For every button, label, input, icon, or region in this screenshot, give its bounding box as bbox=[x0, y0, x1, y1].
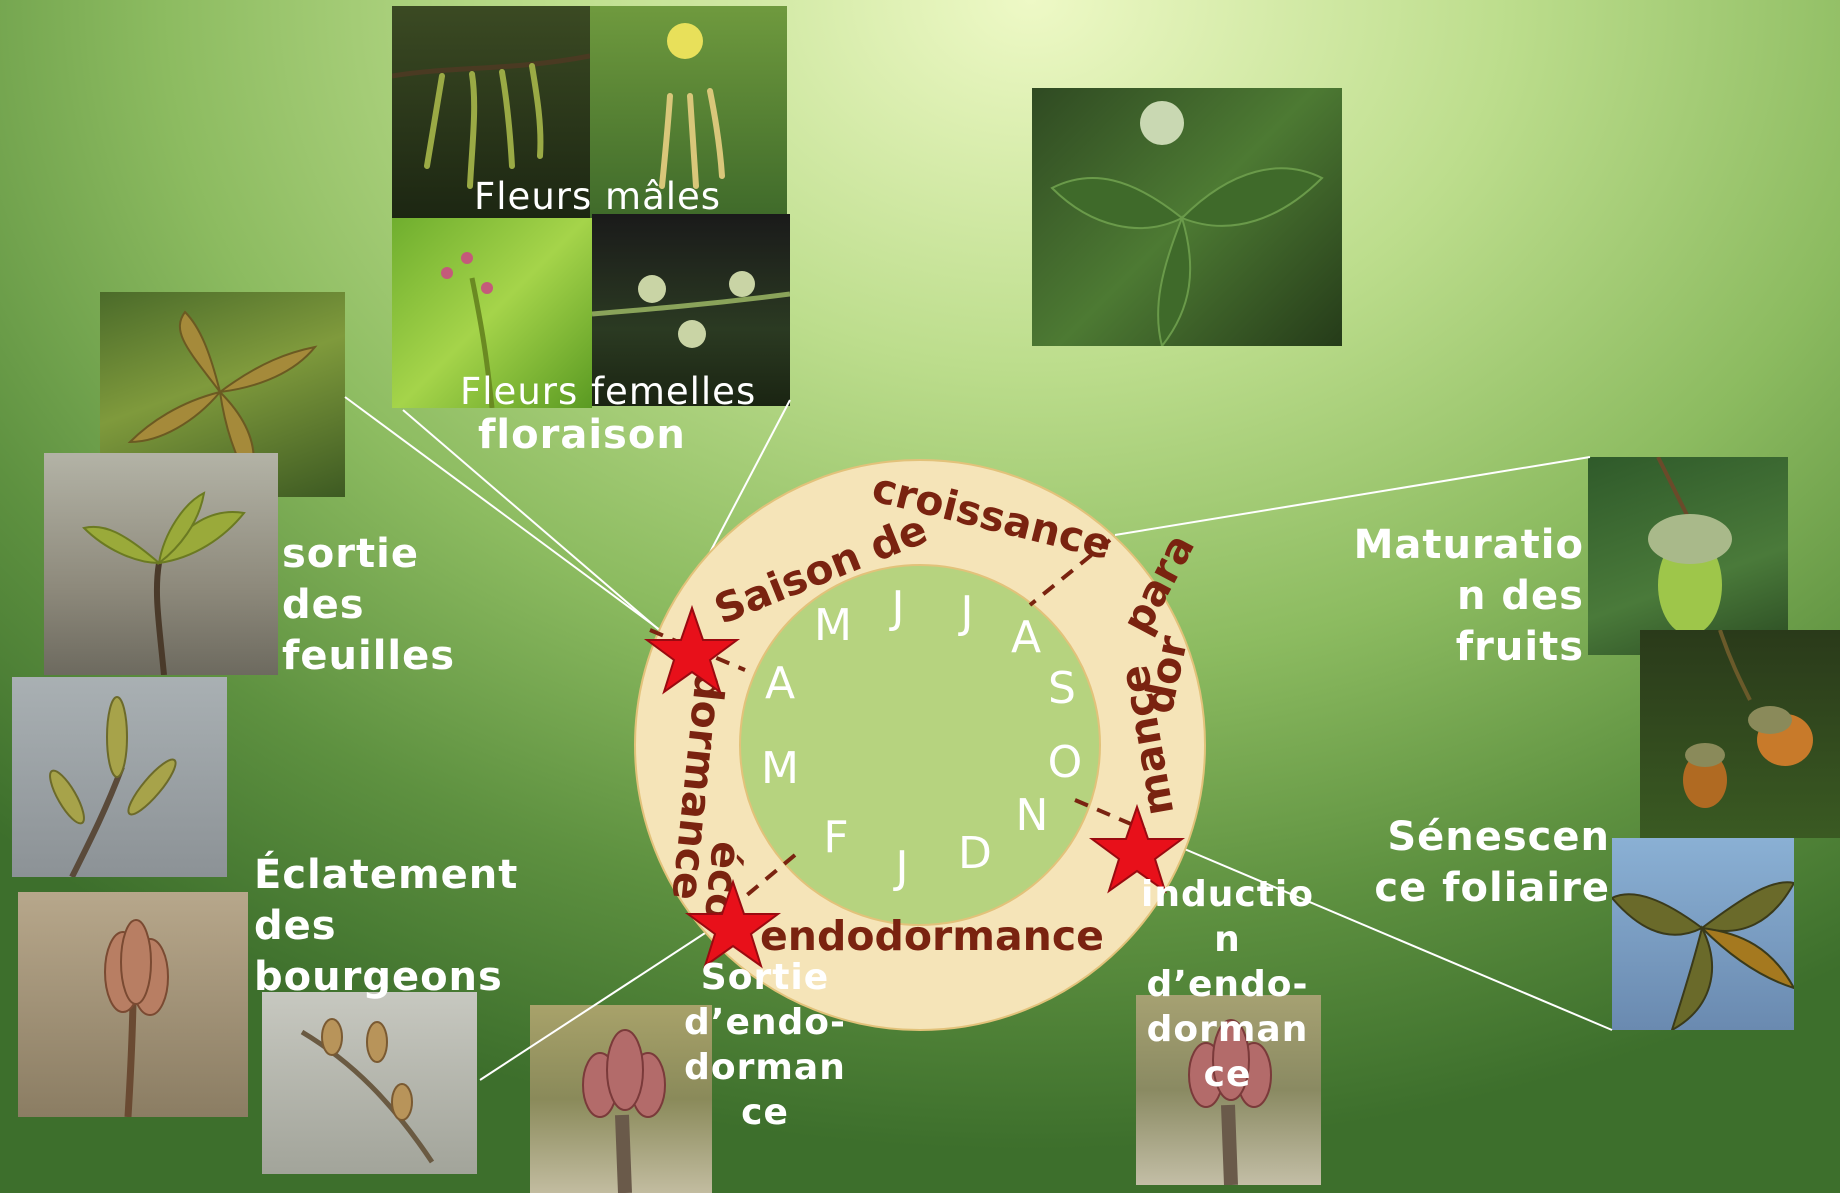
label-line: dorman bbox=[680, 1045, 850, 1090]
label-line: dorman bbox=[1140, 1007, 1315, 1052]
month-label: F bbox=[823, 812, 848, 863]
label-line: Sortie bbox=[680, 955, 850, 1000]
label-line: fruits bbox=[1340, 622, 1584, 673]
label-line: d’endo- bbox=[1140, 962, 1315, 1007]
label-line: Maturatio bbox=[1340, 520, 1584, 571]
sortie-endodormance-label: Sortie d’endo- dorman ce bbox=[680, 955, 850, 1135]
label-line: n bbox=[1140, 917, 1315, 962]
label-line: inductio bbox=[1140, 872, 1315, 917]
sortie-feuilles-label: sortie des feuilles bbox=[282, 529, 455, 682]
month-label: M bbox=[814, 600, 852, 651]
fleurs-femelles-label: Fleurs femelles bbox=[460, 370, 756, 413]
label-line: des bbox=[254, 901, 518, 952]
senescence-label: Sénescen ce foliaire bbox=[1370, 812, 1610, 914]
month-label: M bbox=[761, 743, 799, 794]
label-line: ce bbox=[1140, 1052, 1315, 1097]
induction-endodormance-label: inductio n d’endo- dorman ce bbox=[1140, 872, 1315, 1097]
endodormance-label: endodormance bbox=[760, 912, 1104, 960]
month-label: J bbox=[958, 587, 974, 638]
eclatement-label: Éclatement des bourgeons bbox=[254, 850, 518, 1003]
label-line: feuilles bbox=[282, 631, 455, 682]
label-line: bourgeons bbox=[254, 952, 518, 1003]
label-line: des bbox=[282, 580, 455, 631]
fleurs-males-label: Fleurs mâles bbox=[474, 175, 721, 218]
month-label: A bbox=[1011, 612, 1041, 663]
month-label: J bbox=[889, 582, 905, 633]
label-line: ce bbox=[680, 1090, 850, 1135]
month-label: A bbox=[765, 658, 795, 709]
month-label: J bbox=[893, 842, 909, 893]
floraison-label: floraison bbox=[478, 410, 686, 461]
month-label: D bbox=[958, 828, 992, 879]
label-line: sortie bbox=[282, 529, 455, 580]
month-label: O bbox=[1048, 737, 1083, 788]
month-label: S bbox=[1048, 663, 1076, 714]
label-line: Éclatement bbox=[254, 850, 518, 901]
label-line: ce foliaire bbox=[1370, 863, 1610, 914]
label-line: d’endo- bbox=[680, 1000, 850, 1045]
label-line: n des bbox=[1340, 571, 1584, 622]
month-label: N bbox=[1016, 790, 1049, 841]
maturation-label: Maturatio n des fruits bbox=[1340, 520, 1584, 673]
label-line: Sénescen bbox=[1370, 812, 1610, 863]
